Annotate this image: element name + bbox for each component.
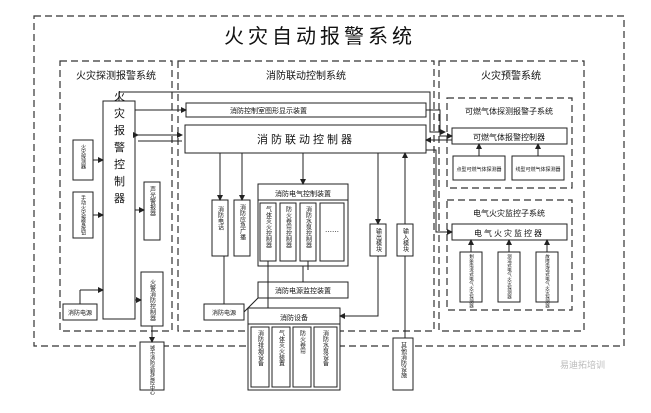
ctrl-col4-label: …… [325,226,339,234]
dev-col2-label: 气体灭火装置 [278,329,285,366]
fire-broadcast-label: 消防应急广播 [239,203,246,241]
elec-subsystem-label: 电气火灾监控子系统 [473,208,545,218]
elec-controller-label: 电气火灾监控器 [474,228,544,238]
gas-detector2-label: 线型可燃气体探测器 [515,166,560,173]
manual-alarm-button-label: 手动火灾报警按钮 [80,194,86,236]
ctrl-col1-label: 气体灭火控制器 [265,205,272,249]
gas-controller-label: 可燃气体报警控制器 [473,132,545,142]
gas-detector2 [511,155,565,181]
fire-equipment-label: 消防设备 [280,313,308,322]
group-detection [59,60,173,332]
dev-col2 [271,326,291,388]
other-facilities-label: 其他消防设施 [400,341,407,379]
dev-col4 [313,326,338,388]
gas-subsystem-label: 可燃气体探测报警子系统 [465,106,553,116]
sound-light-alarm-label: 声光警报器 [149,185,156,217]
emergency-fire-main-label: 火警消防控制器 [149,279,156,322]
dev-col3 [292,326,312,388]
fire-alarm-controller-label: 火灾报警控制器 [113,91,126,210]
watermark: 易迪拓培训 [560,359,605,371]
diagram-title: 火灾自动报警系统 [224,24,416,48]
remote-center-label: 城市消防远程监控中心 [149,344,155,395]
fire-power-left-label: 消防电源 [68,309,92,317]
linkage-controller-label: 消防联动控制器 [257,132,355,146]
elec-det2-label: 测温式电气火灾探测器 [507,253,512,301]
output-module-label: 输出模块 [375,227,382,253]
dev-col1 [250,326,270,388]
group-linkage-label: 消防联动控制系统 [266,69,346,82]
elec-subsystem [446,199,573,311]
remote-center [139,341,165,391]
fire-detector-label: 火灾探测器 [80,144,86,170]
connectors [79,91,550,343]
elec-det1-label: 剩余电流式电气火灾探测器 [469,253,474,310]
input-module-label: 输入模块 [402,227,409,253]
dev-col4-label: 消防水泵设备 [322,329,329,367]
ctrl-col3-label: 消防水泵控制器 [305,205,312,249]
gas-subsystem [446,97,573,189]
group-prewarning [438,60,585,332]
fire-phone-label: 消防电话 [217,205,224,231]
group-prewarning-label: 火灾预警系统 [481,69,541,82]
graphic-display-label: 消防控制室图形显示装置 [230,106,307,115]
other-facilities [392,337,414,391]
dev-col1-label: 消防排烟设备 [257,329,264,367]
elec-det3-label: 故障电弧式电气火灾探测器 [545,253,550,310]
gas-detector1-label: 点型可燃气体探测器 [456,166,501,173]
ctrl-col4 [319,202,345,262]
fire-power-mid-label: 消防电源 [212,309,236,317]
ctrl-col2-label: 防火卷帘控制器 [285,205,292,249]
group-detection-label: 火灾探测报警系统 [76,69,156,82]
electrical-control-title: 消防电气控制装置 [275,189,331,198]
dev-col3-label: 防火卷帘 [299,329,306,355]
fire-alarm-controller [102,100,136,320]
ctrl-col2 [279,202,297,262]
fire-power-monitor-label: 消防电源监控装置 [275,286,331,295]
